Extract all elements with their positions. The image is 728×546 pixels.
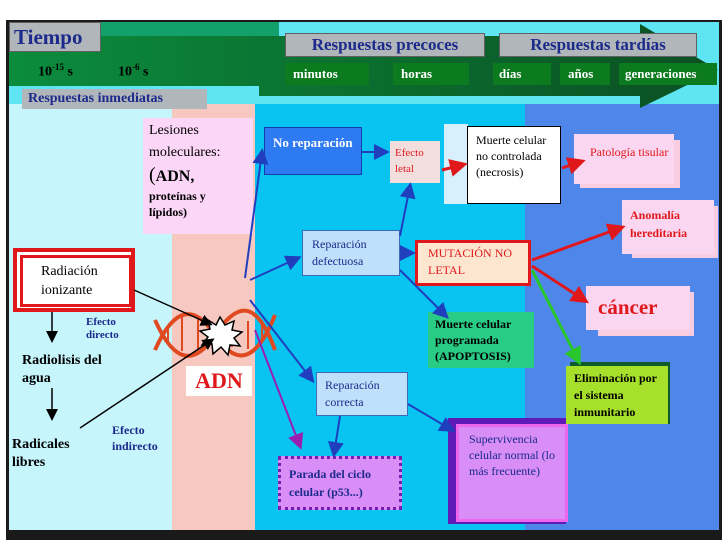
supervivencia-box: Supervivencia celular normal (lo más fre… — [456, 424, 568, 522]
respuestas-tardias-label: Respuestas tardías — [499, 33, 697, 57]
dias-label: días — [493, 63, 551, 85]
necrosis-backdrop — [444, 124, 468, 204]
apoptosis-box: Muerte celular programada (APOPTOSIS) — [428, 312, 534, 368]
dna-helix-icon — [153, 308, 277, 358]
time-1e-6: 10-6 s — [118, 62, 149, 80]
generaciones-label: generaciones — [619, 63, 717, 85]
lesiones-line1: Lesiones — [149, 123, 199, 138]
efecto-letal-box: Efecto letal — [390, 141, 440, 183]
anos-label: años — [560, 63, 610, 85]
efecto-directo-label: Efecto directo — [86, 316, 119, 341]
efecto-indirecto-label: Efecto indirecto — [112, 423, 158, 453]
damage-burst-icon — [198, 315, 244, 357]
reparacion-defectuosa-box: Reparación defectuosa — [302, 230, 400, 276]
radicales-label: Radicales libres — [12, 437, 70, 470]
lesiones-line4: proteínas y lípidos) — [149, 189, 206, 219]
time-1e-15: 10-15 s — [38, 62, 73, 80]
adn-label: ADN — [186, 366, 252, 396]
necrosis-box: Muerte celular no controlada (necrosis) — [467, 126, 561, 204]
horas-label: horas — [393, 63, 469, 85]
lesiones-line3: (ADN, — [149, 164, 195, 186]
cancer-box: cáncer — [586, 286, 690, 330]
respuestas-precoces-label: Respuestas precoces — [285, 33, 485, 57]
tiempo-label: Tiempo — [9, 22, 101, 52]
lesiones-line2: moleculares: — [149, 145, 221, 160]
no-reparacion-box: No reparación — [264, 127, 362, 175]
anomalia-box: Anomalía hereditaria — [622, 200, 714, 254]
radiolisis-label: Radiolisis del agua — [22, 353, 102, 386]
reparacion-correcta-box: Reparación correcta — [316, 372, 408, 416]
respuestas-inmediatas-label: Respuestas inmediatas — [22, 89, 207, 109]
minutos-label: minutos — [285, 63, 369, 85]
patologia-box: Patología tisular — [574, 134, 674, 184]
mutacion-box: MUTACIÓN NO LETAL — [415, 240, 531, 286]
radiacion-box: Radiación ionizante — [20, 255, 132, 307]
lesiones-box: Lesiones moleculares: (ADN, proteínas y … — [143, 118, 253, 234]
parada-box: Parada del ciclo celular (p53...) — [278, 456, 402, 510]
eliminacion-box: Eliminación por el sistema inmunitario — [566, 366, 668, 424]
